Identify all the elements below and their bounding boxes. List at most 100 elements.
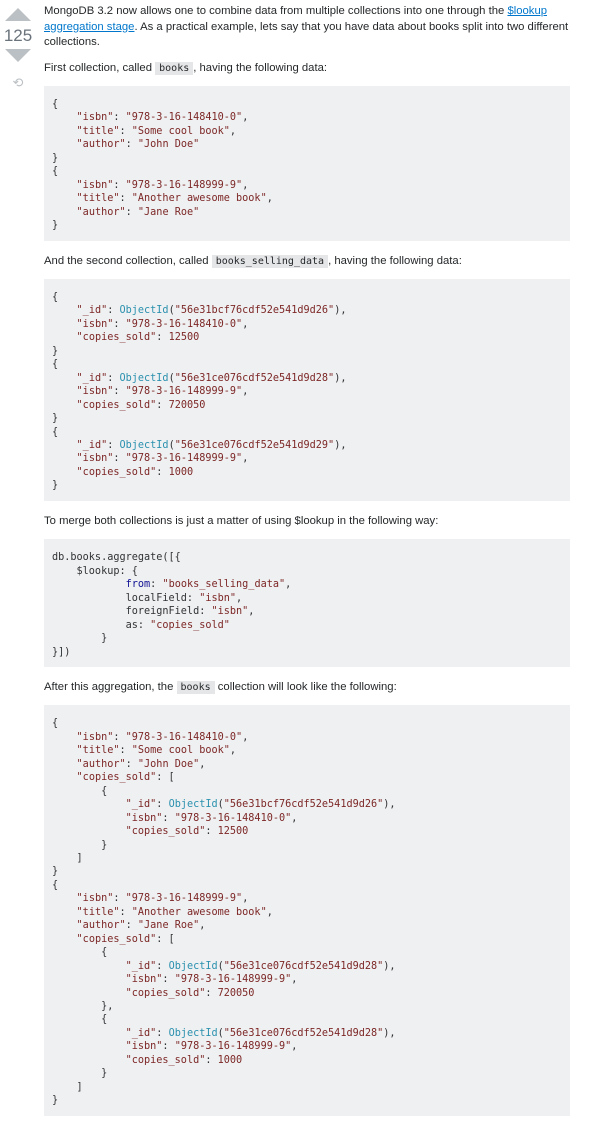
code-line: {: [52, 879, 59, 891]
code-string: "author": [76, 139, 126, 151]
inline-code: books: [155, 61, 194, 75]
code-line: },: [52, 1000, 114, 1012]
code-line: "copies_sold": 12500: [76, 332, 200, 344]
code-string: "Some cool book": [131, 125, 230, 137]
code-function: ObjectId: [119, 305, 169, 317]
code-string: "_id": [125, 799, 157, 811]
code-line: "isbn": "978-3-16-148999-9",: [76, 386, 249, 398]
code-string: "copies_sold": [76, 466, 157, 478]
code-function: ObjectId: [119, 440, 169, 452]
code-string: "Jane Roe": [137, 920, 200, 932]
paragraph-second-collection: And the second collection, called books_…: [44, 254, 570, 270]
code-string: "_id": [76, 305, 108, 317]
code-line: "isbn": "978-3-16-148999-9",: [76, 893, 249, 905]
code-number: 1000: [168, 466, 194, 478]
code-string: "56e31ce076cdf52e541d9d29": [174, 440, 335, 452]
code-line: "isbn": "978-3-16-148410-0",: [76, 731, 249, 743]
code-string: "978-3-16-148999-9": [125, 386, 243, 398]
history-icon[interactable]: ⟲: [12, 75, 24, 90]
code-line: "author": "John Doe": [76, 139, 200, 151]
code-string: "978-3-16-148999-9": [125, 179, 243, 191]
code-line: {: [52, 785, 108, 797]
code-string: "978-3-16-148999-9": [174, 1041, 292, 1053]
code-string: "copies_sold": [76, 772, 157, 784]
paragraph-result: After this aggregation, the books collec…: [44, 680, 570, 696]
paragraph-merge: To merge both collections is just a matt…: [44, 514, 439, 527]
code-block-result: { "isbn": "978-3-16-148410-0", "title": …: [44, 705, 570, 1116]
code-line: {: [52, 166, 59, 178]
code-string: "56e31bcf76cdf52e541d9d26": [174, 305, 335, 317]
code-string: "978-3-16-148410-0": [125, 318, 243, 330]
code-block-books: { "isbn": "978-3-16-148410-0", "title": …: [44, 86, 570, 241]
code-line: }: [52, 1095, 59, 1107]
code-line: }: [52, 633, 108, 645]
code-line: "_id": ObjectId("56e31bcf76cdf52e541d9d2…: [76, 305, 347, 317]
code-string: "author": [76, 206, 126, 218]
code-line: $lookup: {: [52, 565, 138, 577]
code-line: "_id": ObjectId("56e31ce076cdf52e541d9d2…: [125, 960, 396, 972]
code-string: "copies_sold": [150, 619, 230, 631]
code-string: "isbn": [76, 453, 114, 465]
code-number: 720050: [168, 399, 206, 411]
code-string: "John Doe": [137, 758, 200, 770]
code-line: {: [52, 426, 59, 438]
code-block-aggregate: db.books.aggregate([{ $lookup: { from: "…: [44, 539, 570, 667]
code-line: "copies_sold": 12500: [125, 826, 249, 838]
code-string: "isbn": [211, 606, 249, 618]
code-line: {: [52, 718, 59, 730]
inline-code: books_selling_data: [211, 254, 329, 268]
code-line: }: [52, 345, 59, 357]
vote-count: 125: [3, 26, 33, 45]
code-line: }: [52, 480, 59, 492]
code-line: {: [52, 947, 108, 959]
code-line: }: [52, 839, 108, 851]
downvote-icon[interactable]: [5, 49, 31, 62]
code-line: "isbn": "978-3-16-148410-0",: [76, 112, 249, 124]
lookup-link[interactable]: $lookup aggregation stage: [44, 5, 548, 33]
code-string: "978-3-16-148999-9": [125, 893, 243, 905]
code-line: ]: [52, 1081, 83, 1093]
code-function: ObjectId: [168, 799, 218, 811]
code-string: "isbn": [199, 592, 237, 604]
code-string: "books_selling_data": [162, 579, 286, 591]
vote-cell: 125 ⟲: [0, 4, 36, 90]
text: , having the following data:: [193, 61, 328, 74]
code-string: "isbn": [76, 731, 114, 743]
code-line: "copies_sold": 1000: [125, 1054, 243, 1066]
code-string: "isbn": [125, 974, 163, 986]
code-line: "_id": ObjectId("56e31bcf76cdf52e541d9d2…: [125, 799, 396, 811]
code-line: from: "books_selling_data",: [125, 579, 292, 591]
code-function: ObjectId: [119, 372, 169, 384]
code-line: localField: "isbn",: [52, 592, 243, 604]
code-line: {: [52, 1014, 108, 1026]
code-function: ObjectId: [168, 960, 218, 972]
code-string: "Another awesome book": [131, 906, 267, 918]
code-line: }: [52, 413, 59, 425]
code-line: "title": "Another awesome book",: [76, 906, 273, 918]
code-line: "copies_sold": [: [76, 933, 175, 945]
code-string: "Some cool book": [131, 745, 230, 757]
code-line: db.books.aggregate([{: [52, 552, 181, 564]
code-number: 12500: [217, 826, 249, 838]
code-string: "title": [76, 193, 120, 205]
code-function: ObjectId: [168, 1027, 218, 1039]
code-string: "isbn": [76, 179, 114, 191]
code-line: foreignField: "isbn",: [52, 606, 255, 618]
upvote-icon[interactable]: [5, 8, 31, 21]
code-line: }: [52, 1068, 108, 1080]
code-string: "978-3-16-148999-9": [174, 974, 292, 986]
code-keyword: from: [125, 579, 151, 591]
code-string: "copies_sold": [125, 987, 206, 999]
code-string: "copies_sold": [76, 399, 157, 411]
code-string: "title": [76, 745, 120, 757]
code-line: "title": "Some cool book",: [76, 745, 237, 757]
text: . As a practical example, lets say that …: [44, 20, 569, 49]
code-string: "copies_sold": [76, 332, 157, 344]
code-string: "author": [76, 920, 126, 932]
code-line: "_id": ObjectId("56e31ce076cdf52e541d9d2…: [125, 1027, 396, 1039]
code-string: "copies_sold": [125, 1054, 206, 1066]
code-line: "isbn": "978-3-16-148410-0",: [125, 812, 298, 824]
code-line: }: [52, 220, 59, 232]
code-line: "isbn": "978-3-16-148999-9",: [125, 974, 298, 986]
code-string: "copies_sold": [76, 933, 157, 945]
